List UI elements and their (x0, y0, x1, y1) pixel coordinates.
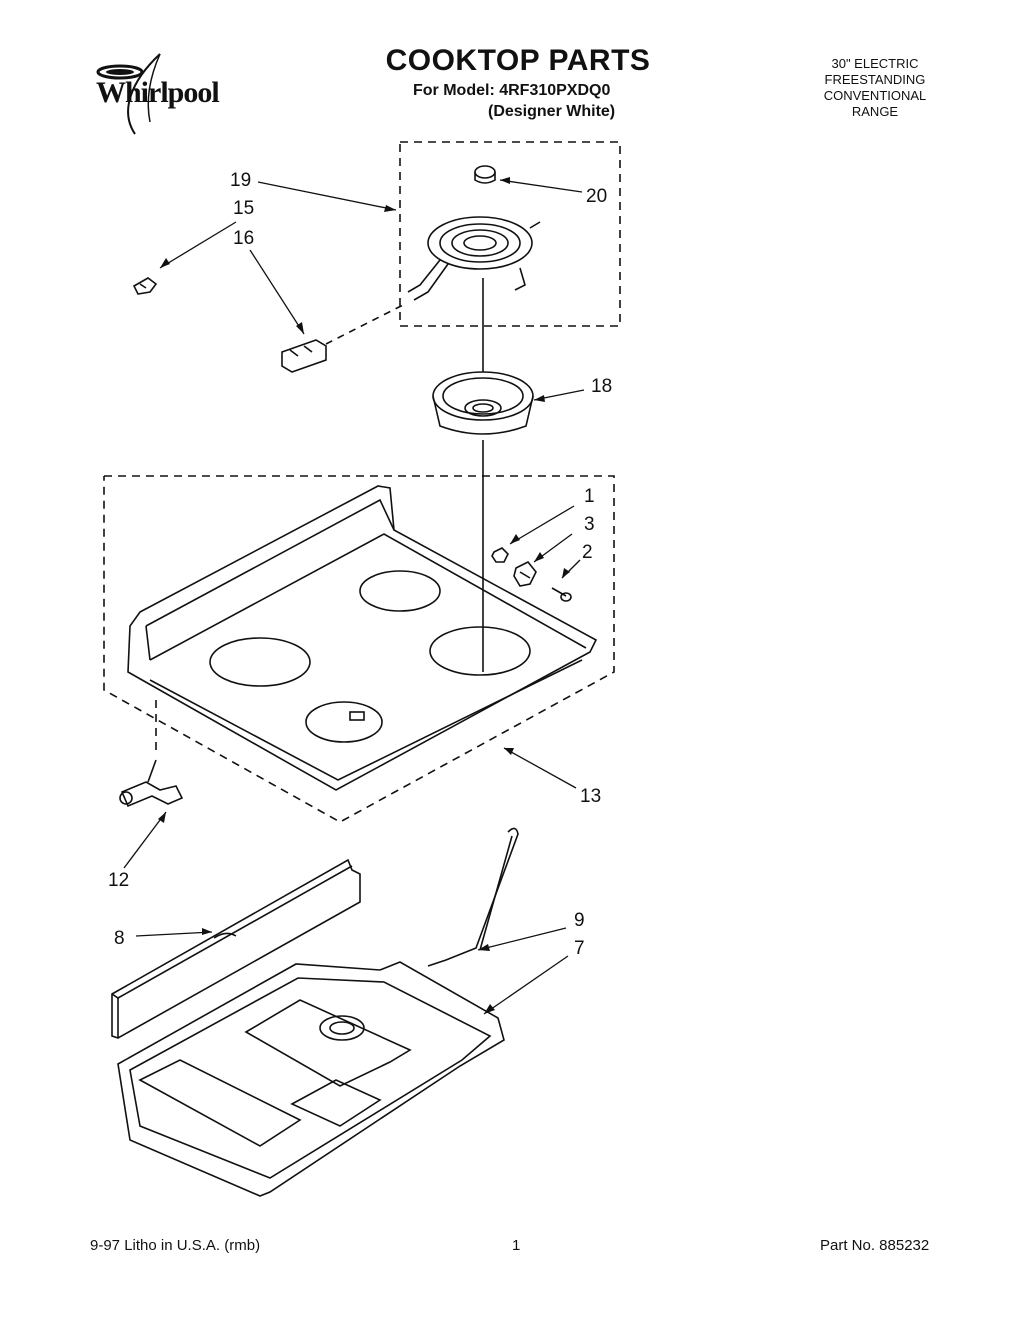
model-line: For Model: 4RF310PXDQ0 (413, 82, 611, 99)
callout-19: 19 (230, 170, 252, 191)
part-13-cooktop-icon (127, 485, 598, 791)
part-7-pan-icon (117, 961, 505, 1197)
callout-9: 9 (574, 910, 585, 931)
variant-line: (Designer White) (488, 103, 616, 120)
part-number: Part No. 885232 (820, 1237, 930, 1254)
part-9-rod-icon (427, 827, 519, 967)
part-2-screw-icon (551, 587, 572, 602)
part-3-bracket-icon (513, 560, 537, 587)
whirlpool-logo-icon: Whirlpool (90, 52, 250, 136)
range-line-3: CONVENTIONAL (823, 88, 927, 103)
callout-8: 8 (114, 928, 125, 949)
page-title: COOKTOP PARTS (385, 44, 651, 77)
callout-18: 18 (591, 376, 613, 397)
part-19-element-icon (407, 216, 541, 301)
callout-13: 13 (580, 786, 602, 807)
leader-lines (123, 179, 585, 1015)
brand-wordmark: Whirlpool (96, 76, 220, 109)
callout-20: 20 (586, 186, 608, 207)
range-line-1: 30" ELECTRIC (831, 56, 919, 71)
range-description: 30" ELECTRIC FREESTANDING CONVENTIONAL R… (800, 56, 950, 120)
range-line-4: RANGE (851, 104, 899, 119)
part-1-nut-icon (491, 547, 509, 563)
callout-1: 1 (584, 486, 595, 507)
part-12-icon (119, 759, 184, 808)
part-18-drip-bowl-icon (432, 371, 534, 435)
callout-7: 7 (574, 938, 585, 959)
callout-16: 16 (233, 228, 255, 249)
cooktop-group-outline (103, 475, 615, 823)
callout-3: 3 (584, 514, 595, 535)
callout-15: 15 (233, 198, 255, 219)
part-16-icon (281, 339, 327, 373)
callout-12: 12 (108, 870, 130, 891)
callout-2: 2 (582, 542, 593, 563)
element-group-outline (399, 141, 621, 327)
range-line-2: FREESTANDING (824, 72, 926, 87)
page-number: 1 (512, 1237, 521, 1254)
part-8-panel-icon (111, 858, 361, 1039)
part-15-icon (132, 277, 158, 295)
part-20-icon (474, 165, 496, 184)
arrowheads (158, 177, 570, 1014)
litho-note: 9-97 Litho in U.S.A. (rmb) (90, 1237, 261, 1254)
